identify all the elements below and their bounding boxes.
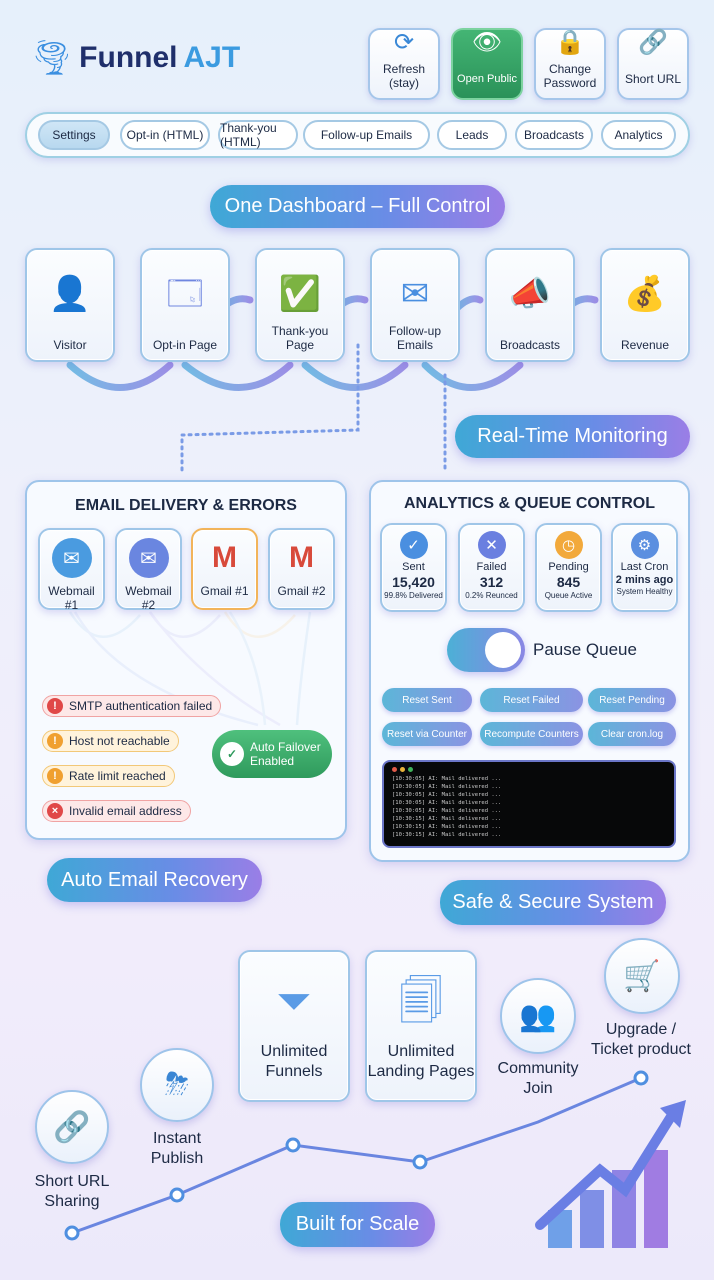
- envelope-icon: ✉: [400, 275, 430, 313]
- change-password-button[interactable]: 🔒Change Password: [534, 28, 606, 100]
- short-url-link-icon: 🔗: [35, 1090, 109, 1164]
- cloud-lightning-icon: ⛈: [140, 1048, 214, 1122]
- coins-growth-icon: 💰: [623, 275, 667, 313]
- banner-secure: Safe & Secure System: [440, 880, 666, 925]
- pages-infinity-icon: 🗐: [399, 977, 443, 1026]
- tab-leads[interactable]: Leads: [437, 120, 507, 150]
- banner-dashboard: One Dashboard – Full Control: [210, 185, 505, 228]
- growth-bar-chart-icon: [535, 1100, 686, 1248]
- label-short-url-sharing: Short URL Sharing: [34, 1173, 110, 1210]
- flow-step-thank-you: ✅Thank-you Page: [255, 248, 345, 362]
- growth-line: [71, 1076, 642, 1235]
- clock-icon: ◷: [554, 531, 583, 559]
- account-webmail-1[interactable]: ✉Webmail #1: [38, 528, 105, 612]
- gmail-icon: M: [212, 541, 237, 574]
- log-line: [10:30:05] AI: Mail delivered ...: [392, 808, 502, 814]
- flow-step-visitor: 👤Visitor: [25, 248, 115, 362]
- shopping-cart-icon: 🛒: [604, 938, 680, 1014]
- reset-failed-button[interactable]: Reset Failed: [480, 688, 583, 712]
- tab-opt-in[interactable]: Opt-in (HTML): [120, 120, 210, 150]
- open-public-button[interactable]: 👁Open Public: [451, 28, 523, 100]
- tab-thank-you[interactable]: Thank-you (HTML): [218, 120, 298, 150]
- flow-step-follow-up: ✉Follow-up Emails: [370, 248, 460, 362]
- feature-unlimited-landing-pages: 🗐Unlimited Landing Pages: [365, 950, 477, 1102]
- envelope-icon: ✉: [128, 538, 169, 578]
- email-panel-title: EMAIL DELIVERY & ERRORS: [75, 497, 297, 514]
- tab-analytics[interactable]: Analytics: [601, 120, 676, 150]
- refresh-button[interactable]: ⟳Refresh (stay): [368, 28, 440, 100]
- feature-unlimited-funnels: ⏷Unlimited Funnels: [238, 950, 350, 1102]
- log-line: [10:30:15] AI: Mail delivered ...: [392, 832, 502, 838]
- error-smtp-auth: !SMTP authentication failed: [42, 695, 222, 717]
- account-webmail-2[interactable]: ✉Webmail #2: [115, 528, 182, 612]
- analytics-panel-title: ANALYTICS & QUEUE CONTROL: [404, 495, 655, 512]
- log-line: [10:30:05] AI: Mail delivered ...: [392, 792, 502, 798]
- x-icon: ✕: [477, 531, 506, 559]
- label-community-join: Community Join: [497, 1060, 579, 1097]
- toggle-knob: [485, 632, 521, 668]
- pause-queue-toggle[interactable]: [447, 628, 525, 672]
- recompute-counters-button[interactable]: Recompute Counters: [480, 722, 583, 746]
- alert-icon: !: [47, 698, 63, 714]
- reset-pending-button[interactable]: Reset Pending: [588, 688, 676, 712]
- log-line: [10:30:05] AI: Mail delivered ...: [392, 784, 502, 790]
- megaphone-icon: 📣: [508, 275, 552, 313]
- refresh-icon: ⟳: [393, 29, 415, 56]
- reset-via-counter-button[interactable]: Reset via Counter: [382, 722, 472, 746]
- short-url-button[interactable]: 🔗Short URL: [617, 28, 689, 100]
- tab-follow-up-emails[interactable]: Follow-up Emails: [303, 120, 430, 150]
- error-host-unreachable: !Host not reachable: [42, 730, 179, 752]
- tab-settings[interactable]: Settings: [38, 120, 110, 150]
- form-page-icon: 🗔: [166, 275, 204, 313]
- clear-cron-log-button[interactable]: Clear cron.log: [588, 722, 676, 746]
- envelope-icon: ✉: [51, 538, 92, 578]
- warning-icon: !: [47, 733, 63, 749]
- eye-globe-icon: 👁: [471, 29, 503, 56]
- x-icon: ×: [47, 803, 63, 819]
- error-invalid-address: ×Invalid email address: [42, 800, 191, 822]
- reset-sent-button[interactable]: Reset Sent: [382, 688, 472, 712]
- community-users-icon: 👥: [500, 978, 576, 1054]
- tab-broadcasts[interactable]: Broadcasts: [515, 120, 593, 150]
- check-circle-icon: ✅: [278, 275, 322, 313]
- gear-clock-icon: ⚙: [630, 531, 659, 559]
- error-rate-limit: !Rate limit reached: [42, 765, 175, 787]
- label-instant-publish: Instant Publish: [150, 1130, 204, 1167]
- auto-failover-badge: ✓ Auto Failover Enabled: [212, 730, 332, 778]
- lock-key-icon: 🔒: [555, 29, 585, 56]
- log-line: [10:30:15] AI: Mail delivered ...: [392, 824, 502, 830]
- flow-step-broadcasts: 📣Broadcasts: [485, 248, 575, 362]
- cron-log-console: [10:30:05] AI: Mail delivered ... [10:30…: [382, 760, 676, 848]
- banner-scale: Built for Scale: [280, 1202, 435, 1247]
- warning-icon: !: [47, 768, 63, 784]
- gmail-icon: M: [289, 541, 314, 574]
- log-line: [10:30:05] AI: Mail delivered ...: [392, 776, 502, 782]
- flow-step-opt-in: 🗔Opt-in Page: [140, 248, 230, 362]
- check-circle-icon: ✓: [220, 742, 244, 766]
- flow-step-revenue: 💰Revenue: [600, 248, 690, 362]
- log-line: [10:30:05] AI: Mail delivered ...: [392, 800, 502, 806]
- link-icon: 🔗: [638, 29, 668, 56]
- banner-monitoring: Real-Time Monitoring: [455, 415, 690, 458]
- user-icon: 👤: [48, 275, 92, 313]
- check-icon: ✓: [399, 531, 428, 559]
- banner-recovery: Auto Email Recovery: [47, 858, 262, 902]
- brand-logo[interactable]: 🌪 Funnel AJT: [30, 39, 241, 77]
- funnel-infinity-icon: ⏷: [276, 977, 312, 1026]
- tornado-funnel-icon: 🌪: [30, 39, 74, 77]
- label-upgrade-ticket: Upgrade / Ticket product: [591, 1021, 691, 1058]
- window-controls: [392, 767, 666, 772]
- log-line: [10:30:15] AI: Mail delivered ...: [392, 816, 502, 822]
- pause-queue-label: Pause Queue: [533, 640, 637, 659]
